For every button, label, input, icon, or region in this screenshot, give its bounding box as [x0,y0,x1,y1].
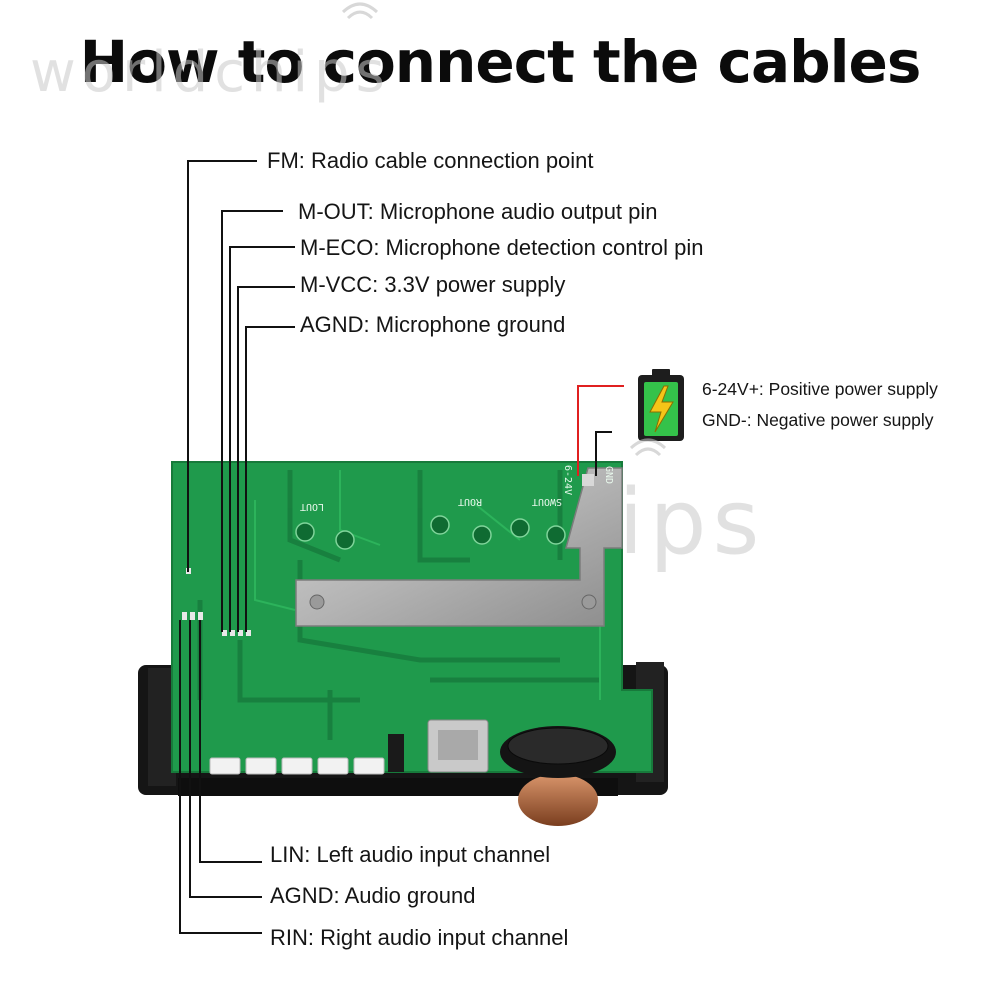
switch-block [388,734,404,772]
connector-4 [317,757,349,775]
leader-lin [199,620,262,863]
leader-fm [187,160,257,572]
leader-m-eco [229,246,295,632]
leader-agnd-mic [245,326,295,632]
label-fm: FM: Radio cable connection point [267,148,594,173]
silk-gnd: GND [603,466,614,484]
leader-positive-power [577,385,624,476]
knob-base [518,774,598,826]
label-agnd-audio: AGND: Audio ground [270,883,476,908]
label-negative-power: GND-: Negative power supply [702,410,934,430]
label-agnd-mic: AGND: Microphone ground [300,312,566,337]
label-rin: RIN: Right audio input channel [270,925,569,950]
page-title: How to connect the cables [79,28,922,96]
silk-rout: ROUT [458,496,482,507]
leader-m-vcc [237,286,295,632]
label-m-eco: M-ECO: Microphone detection control pin [300,235,704,260]
label-lin: LIN: Left audio input channel [270,842,551,867]
watermark-top: worldchips [30,40,391,105]
label-positive-power: 6-24V+: Positive power supply [702,379,938,399]
battery-charging-icon [638,369,684,441]
connector-3 [281,757,313,775]
silk-swout: SWOUT [532,496,562,507]
watermark-signal-icon [341,2,667,457]
connector-5 [353,757,385,775]
connector-2 [245,757,277,775]
silk-lout: LOUT [300,501,324,512]
leader-rin [179,620,262,934]
leader-agnd-audio [189,620,262,898]
power-plate [295,467,623,627]
label-m-vcc: M-VCC: 3.3V power supply [300,272,566,297]
silk-vin: 6-24V [562,465,573,495]
label-m-out: M-OUT: Microphone audio output pin [298,199,658,224]
connector-1 [209,757,241,775]
leader-gnd-power [595,431,612,476]
leader-m-out [221,210,283,632]
